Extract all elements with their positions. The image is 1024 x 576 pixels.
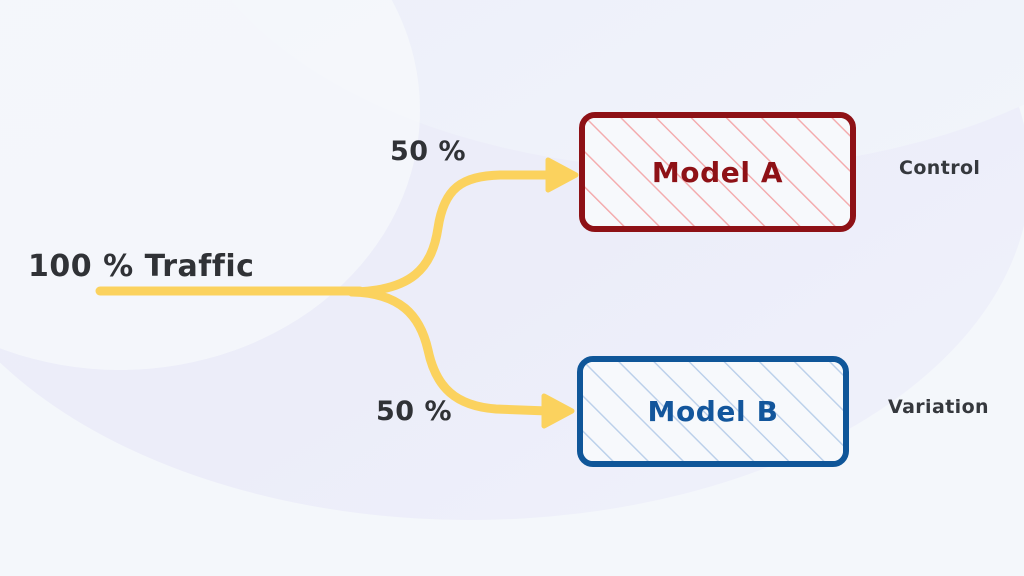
model-b-title: Model B bbox=[647, 395, 779, 428]
role-label-control: Control bbox=[899, 157, 981, 179]
model-a-hatch-fill bbox=[585, 118, 850, 226]
split-label-branch-a: 50 % bbox=[390, 136, 467, 167]
model-a-title: Model A bbox=[651, 155, 784, 189]
split-label-branch-b: 50 % bbox=[376, 396, 453, 427]
model-b-hatch-fill bbox=[583, 362, 843, 461]
background-blob-corner bbox=[0, 0, 420, 370]
role-label-variation: Variation bbox=[888, 396, 989, 418]
traffic-source-label: 100 % Traffic bbox=[28, 249, 255, 284]
model-a-box[interactable]: Model A bbox=[579, 112, 856, 232]
model-b-box[interactable]: Model B bbox=[577, 356, 849, 467]
